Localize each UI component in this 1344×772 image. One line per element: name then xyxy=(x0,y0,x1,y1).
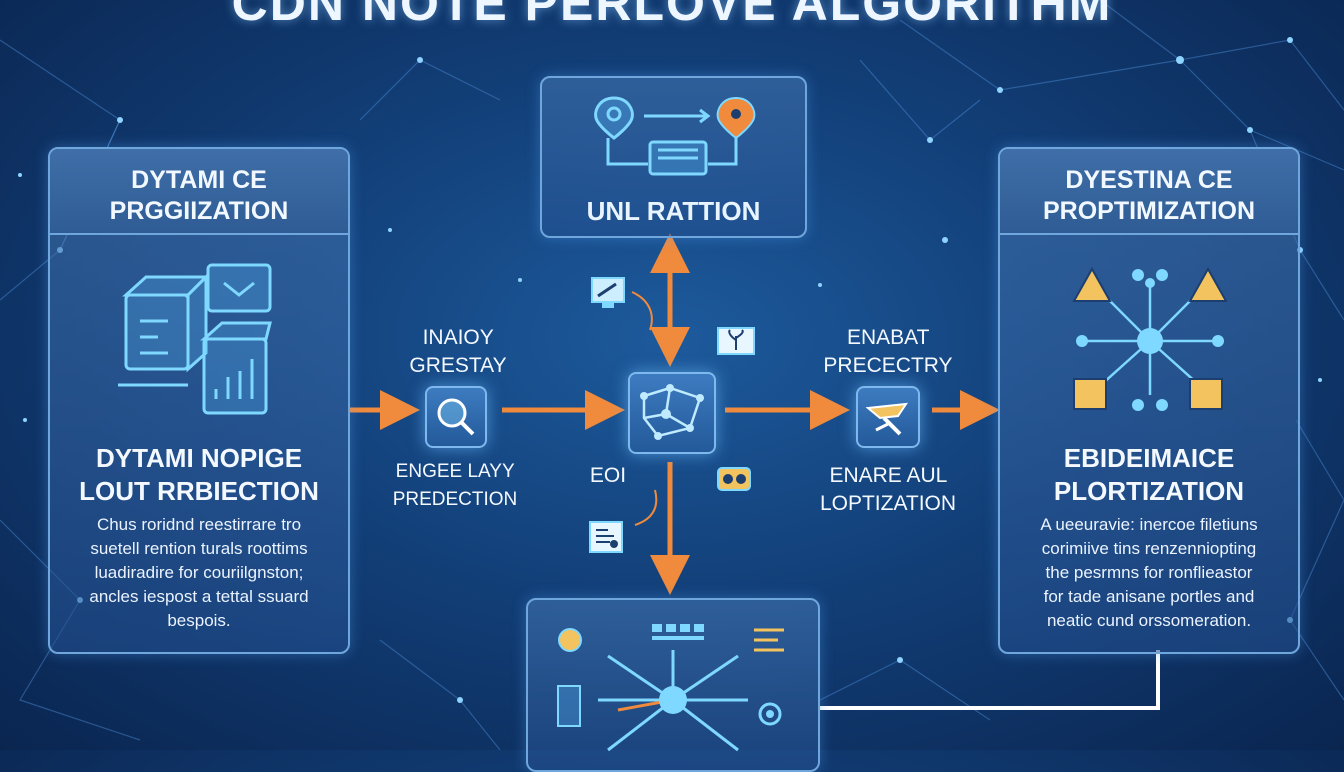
right-panel-header: DYESTINA CE PROPTIMIZATION xyxy=(1000,149,1298,235)
plant-icon xyxy=(717,327,755,355)
left-panel-subtitle: DYTAMI NOPIGE LOUT RRBIECTION xyxy=(79,443,319,506)
tools-node xyxy=(856,386,920,448)
top-panel: UNL RATTION xyxy=(540,76,807,238)
middle-left-label-top: INAIOY GRESTAY xyxy=(409,326,507,377)
distribution-hub-icon xyxy=(557,624,784,752)
bottom-panel xyxy=(526,598,820,772)
location-routing-icon xyxy=(594,96,756,176)
page-title: CDN NOTE PERLOVE ALGORITHM xyxy=(231,0,1113,31)
middle-center-label: EOI xyxy=(589,464,627,487)
server-monitor-chart-icon xyxy=(118,263,272,415)
search-node xyxy=(425,386,487,448)
network-hub-icon xyxy=(1072,266,1228,411)
left-panel-header: DYTAMI CE PRGGIIZATION xyxy=(50,149,348,235)
right-panel-subtitle: EBIDEIMAICE PLORTIZATION xyxy=(1053,443,1245,506)
middle-right-label-bottom: ENARE AUL LOPTIZATION xyxy=(819,464,957,515)
middle-right-label-top: ENABAT PRECECTRY xyxy=(823,326,953,377)
right-panel: DYESTINA CE PROPTIMIZATION EBIDEIMAICE P… xyxy=(998,147,1300,654)
document-icon xyxy=(589,521,623,553)
center-node xyxy=(628,372,716,454)
left-panel: DYTAMI CE PRGGIIZATION DYTAMI NOPIGE LOU… xyxy=(48,147,350,654)
right-panel-description: A ueeuravie: inercoe filetiuns corimiive… xyxy=(1040,515,1258,630)
top-panel-label: UNL RATTION xyxy=(586,196,761,226)
gamepad-icon xyxy=(717,467,751,491)
search-icon xyxy=(437,398,475,436)
left-panel-description: Chus roridnd reestirrare tro suetell ren… xyxy=(89,515,309,630)
monitor-icon xyxy=(591,277,625,308)
tools-icon xyxy=(865,402,909,436)
middle-left-label-bottom: ENGEE LAYY PREDECTION xyxy=(392,461,518,510)
network-chip-icon xyxy=(640,384,704,440)
